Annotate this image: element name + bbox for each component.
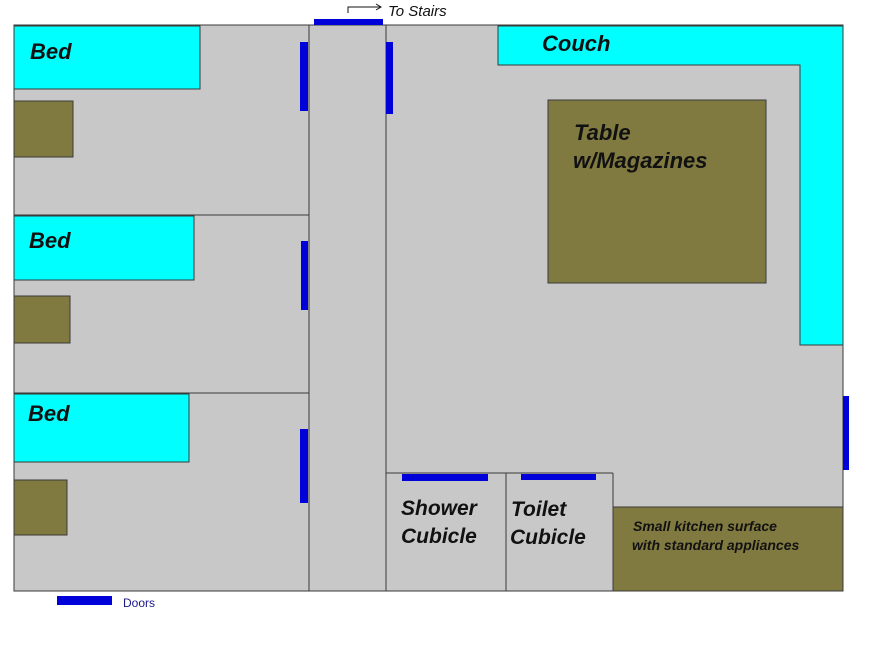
door-stairs: [314, 19, 383, 25]
door-lounge: [386, 42, 393, 114]
stairs-arrowhead-icon: [375, 3, 382, 11]
toilet-label-line1: Toilet: [511, 498, 567, 521]
legend-door-swatch: [57, 596, 112, 605]
nightstand-1: [13, 100, 74, 158]
bed-3: [13, 393, 190, 463]
nightstand-2: [13, 295, 71, 344]
bed-3-label: Bed: [28, 401, 70, 426]
door-bedroom-3: [300, 429, 308, 503]
shower-label-line1: Shower: [401, 497, 479, 520]
door-bedroom-2: [301, 241, 308, 310]
couch: [497, 25, 844, 346]
kitchen-label-line1: Small kitchen surface: [633, 518, 777, 534]
kitchen-label-line2: with standard appliances: [632, 537, 799, 553]
toilet-label-line2: Cubicle: [510, 526, 586, 549]
door-toilet: [521, 474, 596, 480]
legend-doors-label: Doors: [123, 596, 155, 610]
door-shower: [402, 474, 488, 481]
shower-label-line2: Cubicle: [401, 525, 477, 548]
table-label-line1: Table: [574, 120, 631, 145]
kitchen-surface: [612, 506, 844, 592]
stairs-arrow-icon: [347, 6, 380, 13]
table-label-line2: w/Magazines: [573, 148, 707, 173]
door-exterior-right: [843, 396, 849, 470]
bed-1-label: Bed: [30, 39, 72, 64]
bed-1: [13, 25, 201, 90]
nightstand-3: [13, 479, 68, 536]
to-stairs-label: To Stairs: [388, 3, 447, 20]
bed-2: [13, 215, 195, 281]
door-bedroom-1: [300, 42, 308, 111]
magazine-table: [547, 99, 767, 284]
bed-2-label: Bed: [29, 228, 71, 253]
couch-label: Couch: [542, 31, 610, 56]
